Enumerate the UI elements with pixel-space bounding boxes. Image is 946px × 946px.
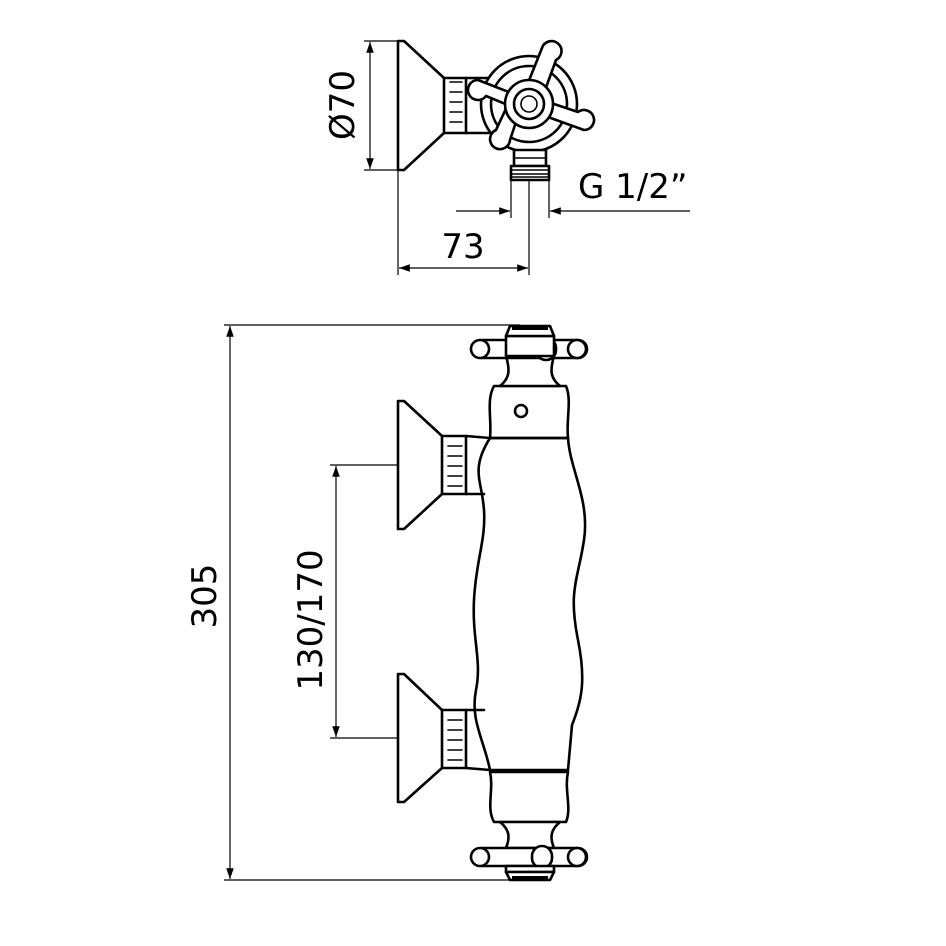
front-screw-hole [513,403,529,419]
front-body [472,436,587,772]
dim-thread: G 1/2” [578,167,688,207]
front-view: 305 130/170 [185,324,589,882]
front-lower-sleeve [488,770,570,824]
dim-depth: 73 [441,227,484,267]
front-upper-inlet [396,399,492,531]
dim-inlet-spacing: 130/170 [291,549,331,690]
top-view: Ø70 G 1/2” 73 [323,39,690,275]
dim-total-height: 305 [185,564,225,629]
top-rosette [396,39,446,172]
front-upper-sleeve [488,384,571,440]
top-outlet-nut [509,148,551,182]
front-upper-cross-handle [469,324,589,362]
top-connector [442,76,468,135]
dim-rosette-diameter: Ø70 [323,70,363,140]
front-lower-cross-handle [469,844,589,882]
front-lower-inlet [396,672,492,804]
